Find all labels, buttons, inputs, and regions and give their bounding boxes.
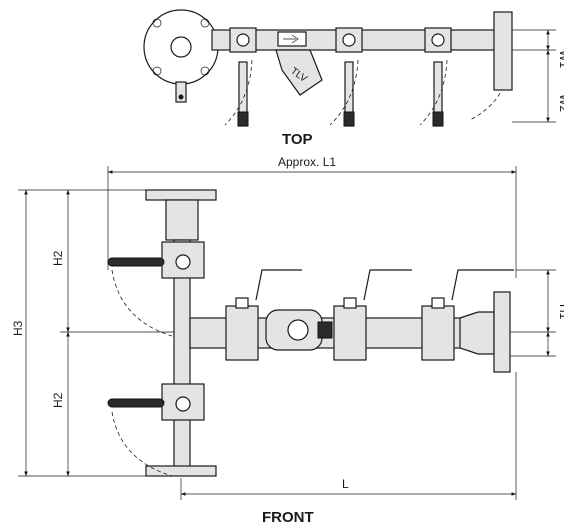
front-view-title: FRONT xyxy=(262,509,314,526)
dim-l: L xyxy=(342,477,349,491)
front-right-flange xyxy=(493,291,511,373)
top-right-flange xyxy=(493,11,513,91)
front-lower-valve xyxy=(107,383,205,421)
front-upper-valve xyxy=(107,241,205,279)
top-view-title: TOP xyxy=(282,131,313,148)
dim-h1: H1 xyxy=(557,304,564,320)
dim-w1: W1 xyxy=(557,50,564,68)
top-strainer: TLV xyxy=(275,49,323,96)
top-valve-2 xyxy=(335,27,363,127)
front-top-flange xyxy=(145,189,217,201)
dim-h2-lower: H2 xyxy=(51,392,65,408)
dim-h2-upper: H2 xyxy=(51,250,65,266)
front-valve-3 xyxy=(421,269,514,361)
top-view: TLV W1 W2 TOP xyxy=(143,9,564,148)
front-bottom-flange xyxy=(145,465,217,477)
dim-w2: W2 xyxy=(557,94,564,112)
front-valve-1 xyxy=(225,269,302,361)
top-valve-3 xyxy=(424,27,452,127)
top-left-flange xyxy=(143,9,219,103)
front-valve-2 xyxy=(333,269,412,361)
front-strainer xyxy=(265,309,333,351)
dim-h3: H3 xyxy=(11,320,25,336)
front-view: Approx. L1 H3 H2 H2 xyxy=(11,155,564,526)
top-valve-1 xyxy=(229,27,257,127)
dim-approx-l1: Approx. L1 xyxy=(278,155,336,169)
